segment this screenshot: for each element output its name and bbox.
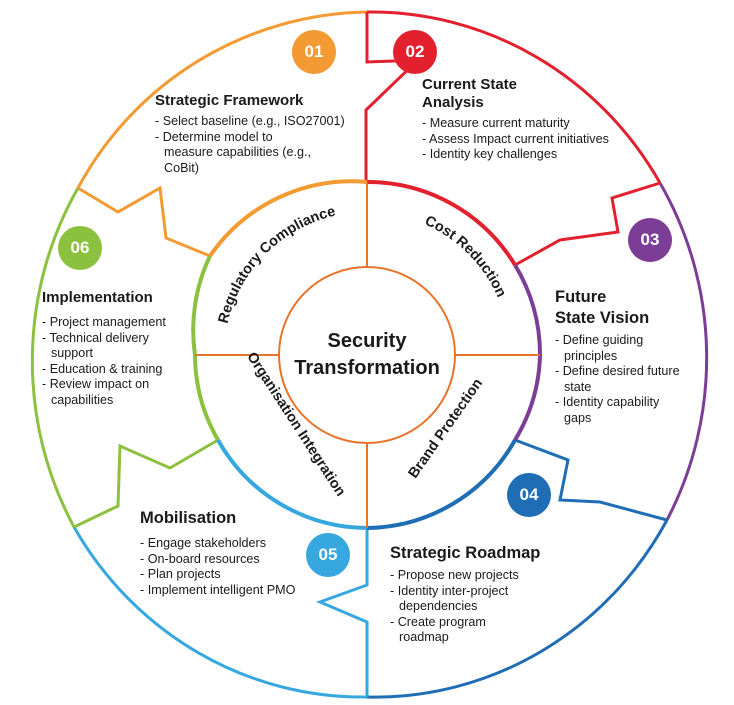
outer-ring [30,10,709,699]
list-item: Project management [42,315,202,331]
badge-06: 06 [58,226,102,270]
section-title: Mobilisation [140,509,237,527]
list-item: Determine model to measure capabilities … [155,130,314,177]
section-mobilisation: Mobilisation Engage stakeholders On-boar… [140,508,340,598]
ring-label-brand: Brand Protection [406,376,487,482]
badge-03: 03 [628,218,672,262]
list-item: Engage stakeholders [140,536,340,552]
connector-06 [73,438,219,529]
section-strategic-roadmap: Strategic Roadmap Propose new projects I… [390,543,570,646]
segment-06-arc [30,187,80,528]
section-title-line1: Current State [422,76,518,93]
section-strategic-framework: Strategic Framework Select baseline (e.g… [155,92,365,176]
connector-03 [514,181,661,267]
list-item: Implement intelligent PMO [140,583,340,599]
list-item: Plan projects [140,567,340,583]
badge-02: 02 [393,30,437,74]
list-item: Technical delivery support [42,331,181,362]
center-title-line2: Transformation [294,357,440,379]
section-future-state: Future State Vision Define guiding princ… [555,287,685,426]
segment-05-arc [72,526,368,699]
center-title-line1: Security [328,330,408,352]
list-item: Education & training [42,362,202,378]
section-title: Strategic Roadmap [390,544,541,562]
list-item: Identity capability gaps [555,395,685,426]
section-implementation: Implementation Project management Techni… [42,289,202,408]
section-title-line1: Future [555,288,607,306]
ring-label-regulatory: Regulatory Compliance [216,204,337,325]
inner-core [195,182,540,528]
list-item: Assess Impact current initiatives [422,132,647,148]
badge-04: 04 [507,473,551,517]
section-title: Implementation [42,289,153,306]
section-title-line2: Analysis [422,94,484,111]
section-title: Strategic Framework [155,92,304,109]
list-item: Review impact on capabilities [42,377,181,408]
list-item: On-board resources [140,552,340,568]
section-current-state: Current State Analysis Measure current m… [422,76,647,163]
badge-01: 01 [292,30,336,74]
middle-ring [191,179,543,530]
divider-connectors [73,12,668,697]
segment-04-arc [366,519,669,699]
list-item: Measure current maturity [422,116,647,132]
segment-03-arc [658,182,709,521]
connector-01 [77,185,211,258]
ring-label-cost: Cost Reduction [422,213,509,300]
list-item: Identity key challenges [422,147,647,163]
list-item: Propose new projects [390,568,570,584]
segment-01-arc [76,10,368,189]
list-item: Create program roadmap [390,615,509,646]
section-title-line2: State Vision [555,309,650,327]
list-item: Define desired future state [555,364,685,395]
connector-04 [514,438,668,522]
connector-05 [315,528,369,697]
list-item: Select baseline (e.g., ISO27001) [155,114,365,130]
list-item: Define guiding principles [555,333,685,364]
list-item: Identity inter-project dependencies [390,584,570,615]
